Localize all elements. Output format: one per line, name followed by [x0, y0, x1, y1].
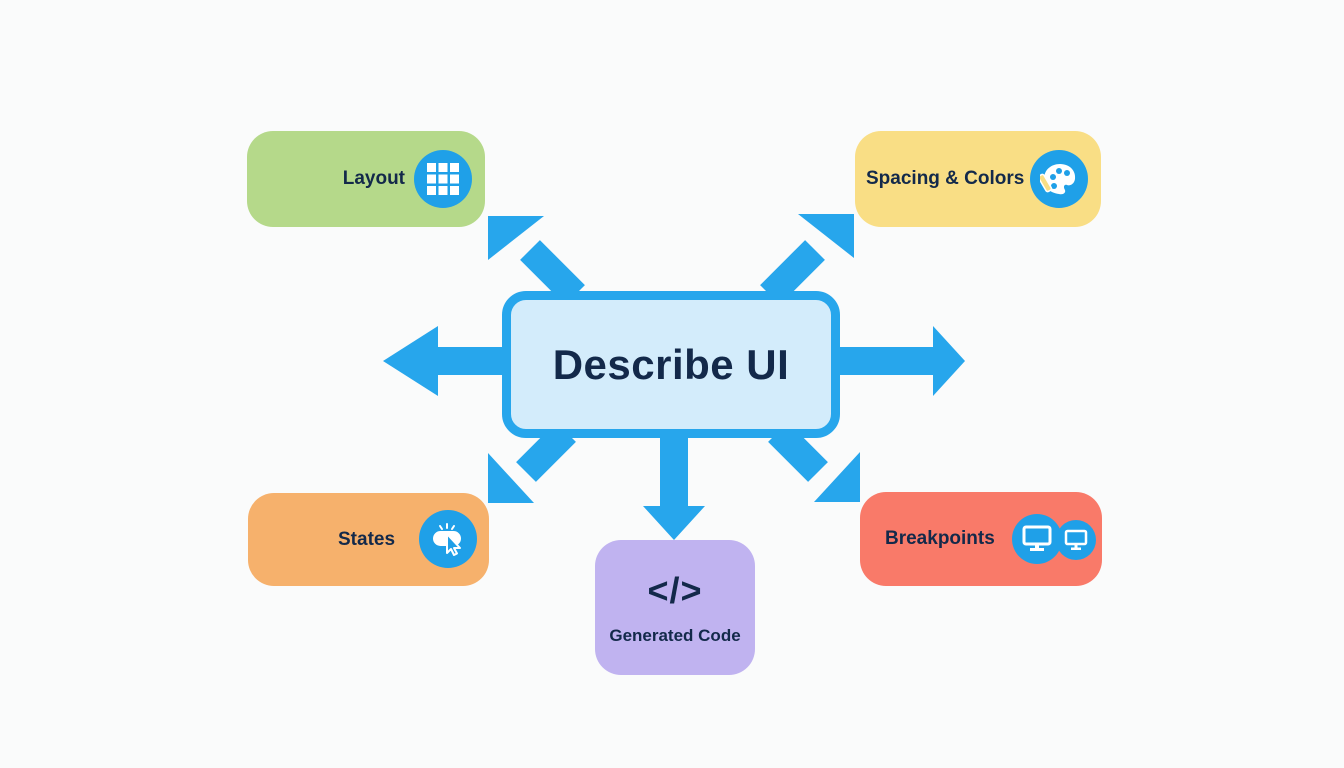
arrow-down-left-head: [488, 453, 534, 503]
center-node-describe-ui: Describe UI: [502, 291, 840, 438]
node-breakpoints: Breakpoints: [860, 492, 1102, 586]
arrow-down-right-shaft: [768, 422, 828, 482]
arrow-down: [643, 434, 705, 540]
monitor-small-icon: [1056, 520, 1096, 560]
node-states: States: [248, 493, 489, 586]
arrow-down-left-shaft: [516, 422, 576, 482]
arrow-up-right-shaft: [760, 240, 825, 305]
node-spacing-colors: Spacing & Colors: [855, 131, 1101, 227]
arrow-right: [836, 326, 965, 396]
arrow-up-right-head: [798, 214, 854, 258]
center-node-title: Describe UI: [552, 340, 790, 388]
node-breakpoints-label: Breakpoints: [885, 528, 995, 549]
node-generated-code-label: Generated Code: [609, 625, 741, 645]
arrow-left: [383, 326, 506, 396]
grid-icon: [414, 150, 472, 208]
node-spacing-colors-label: Spacing & Colors: [866, 168, 1025, 189]
monitors-icon: [1012, 514, 1096, 564]
node-generated-code: </> Generated Code: [595, 540, 755, 675]
arrow-up-left-shaft: [520, 240, 585, 305]
code-symbol: </>: [647, 569, 703, 611]
arrow-up-left-head: [488, 216, 544, 260]
node-layout-label: Layout: [342, 168, 405, 189]
cursor-click-icon: [419, 510, 477, 568]
node-states-label: States: [338, 528, 396, 550]
arrow-down-right-head: [814, 452, 860, 502]
node-layout: Layout: [247, 131, 485, 227]
palette-icon: [1030, 150, 1088, 208]
monitor-large-icon: [1012, 514, 1062, 564]
